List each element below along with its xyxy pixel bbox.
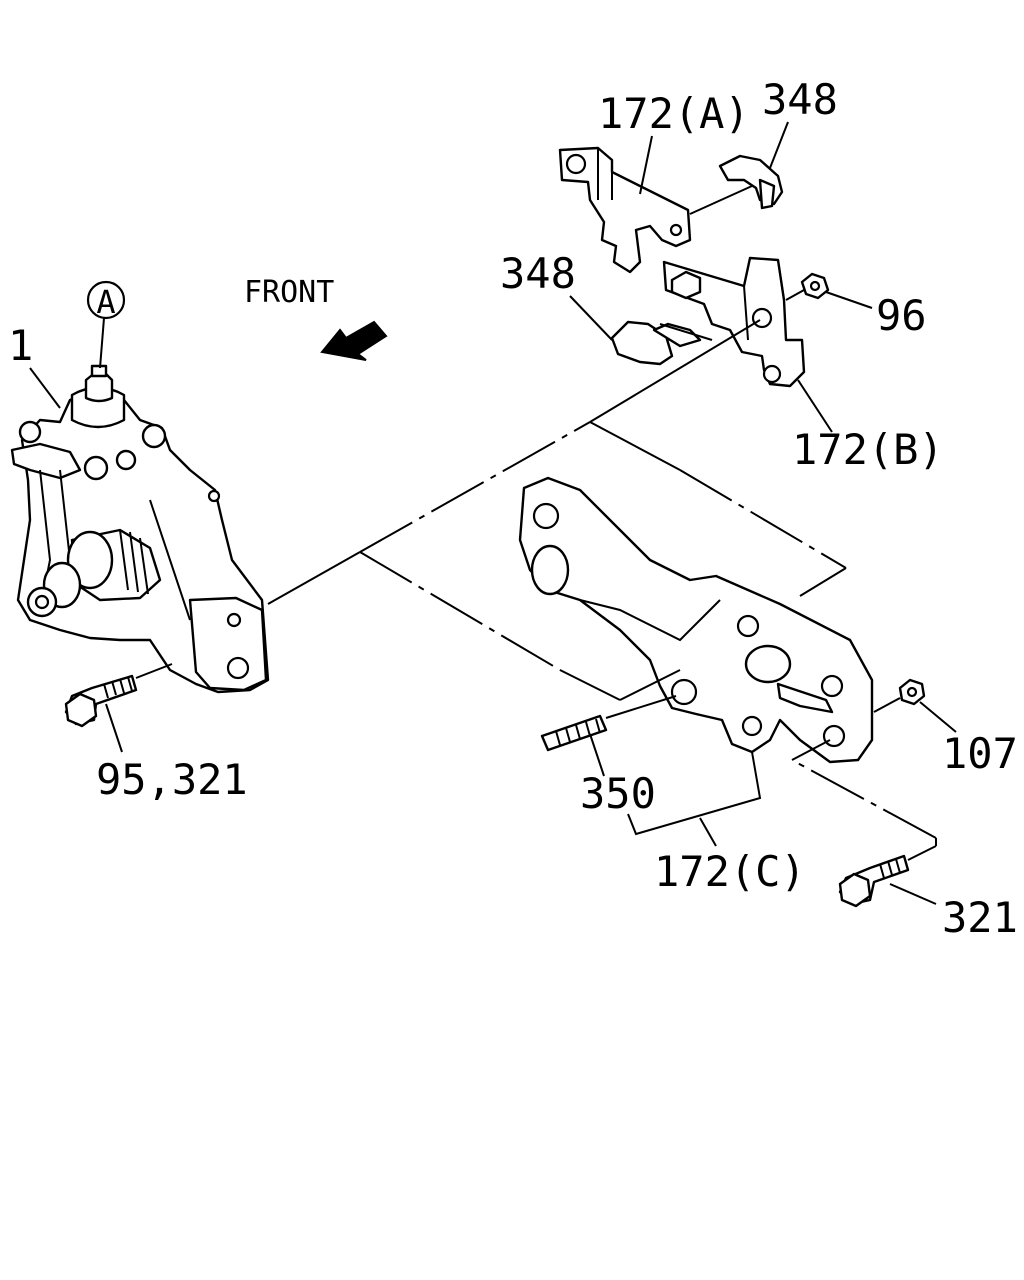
steering-gearbox <box>10 364 270 694</box>
nut-107 <box>898 678 926 706</box>
callout-350: 350 <box>580 769 656 818</box>
bracket-172b <box>662 256 806 388</box>
front-label: FRONT <box>244 275 334 310</box>
bracket-172a <box>558 146 692 274</box>
circle-marker-a: A <box>86 280 126 321</box>
bolt-95-321 <box>64 674 138 728</box>
nut-96 <box>800 272 830 300</box>
callout-1: 1 <box>8 321 33 370</box>
callout-172a: 172(A) <box>598 89 750 138</box>
circle-marker-label: A <box>96 283 115 321</box>
bracket-172c <box>518 476 874 764</box>
callout-96: 96 <box>876 291 927 340</box>
callout-321: 321 <box>942 893 1018 942</box>
stud-350 <box>540 714 608 752</box>
callout-172c: 172(C) <box>654 847 806 896</box>
callout-107: 107 <box>942 729 1018 778</box>
callout-348-top: 348 <box>762 75 838 124</box>
clip-348-top <box>718 154 784 210</box>
bolt-321 <box>838 854 910 908</box>
callout-95-321: 95,321 <box>96 755 248 804</box>
clip-348-left <box>610 320 702 366</box>
callout-172b: 172(B) <box>792 425 944 474</box>
front-direction-arrow-icon <box>320 320 388 361</box>
callout-348-left: 348 <box>500 249 576 298</box>
